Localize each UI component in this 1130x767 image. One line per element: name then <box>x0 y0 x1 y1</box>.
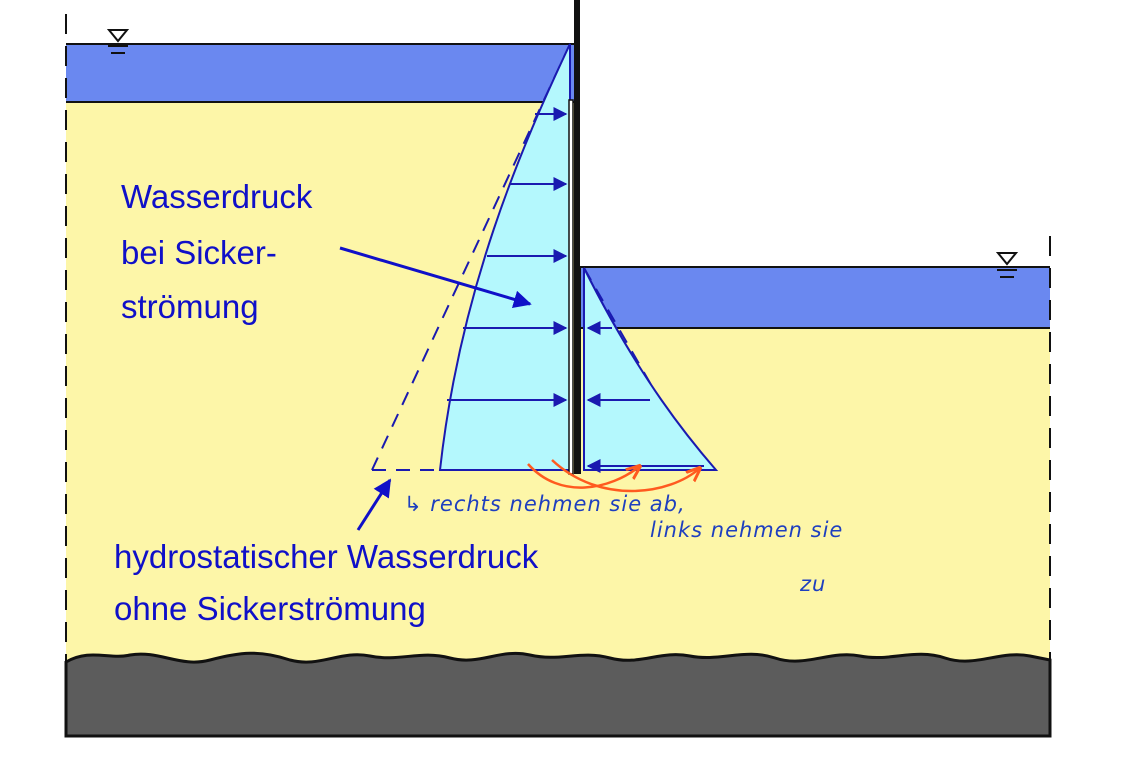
hydrostatic-label-line2: ohne Sickerströmung <box>114 590 426 627</box>
handwritten-note-line3: zu <box>800 572 827 596</box>
water-level-icon <box>106 29 130 54</box>
hydrostatic-label-line1: hydrostatischer Wasserdruck <box>114 538 539 575</box>
water-level-icon <box>995 252 1019 278</box>
seepage-label-arrow <box>339 246 532 309</box>
pressure-arrows-left <box>447 107 568 407</box>
rock-layer <box>64 651 1052 738</box>
seepage-label-line1: Wasserdruck <box>121 178 313 215</box>
seepage-label-line3: strömung <box>121 288 259 325</box>
hydrostatic-label-arrow <box>356 478 392 531</box>
pressure-arrows-right <box>586 321 704 473</box>
annotation-arrows <box>527 459 700 493</box>
water-right <box>580 267 1050 328</box>
sheet-pile-wall <box>568 99 574 475</box>
water-left <box>66 44 574 102</box>
seepage-pressure-right <box>583 267 719 471</box>
soil-right <box>574 328 1050 662</box>
handwritten-note-line2: links nehmen sie <box>650 518 844 542</box>
seepage-label-line2: bei Sicker- <box>121 234 277 271</box>
handwritten-note-line1: ↳ rechts nehmen sie ab, <box>404 492 686 516</box>
